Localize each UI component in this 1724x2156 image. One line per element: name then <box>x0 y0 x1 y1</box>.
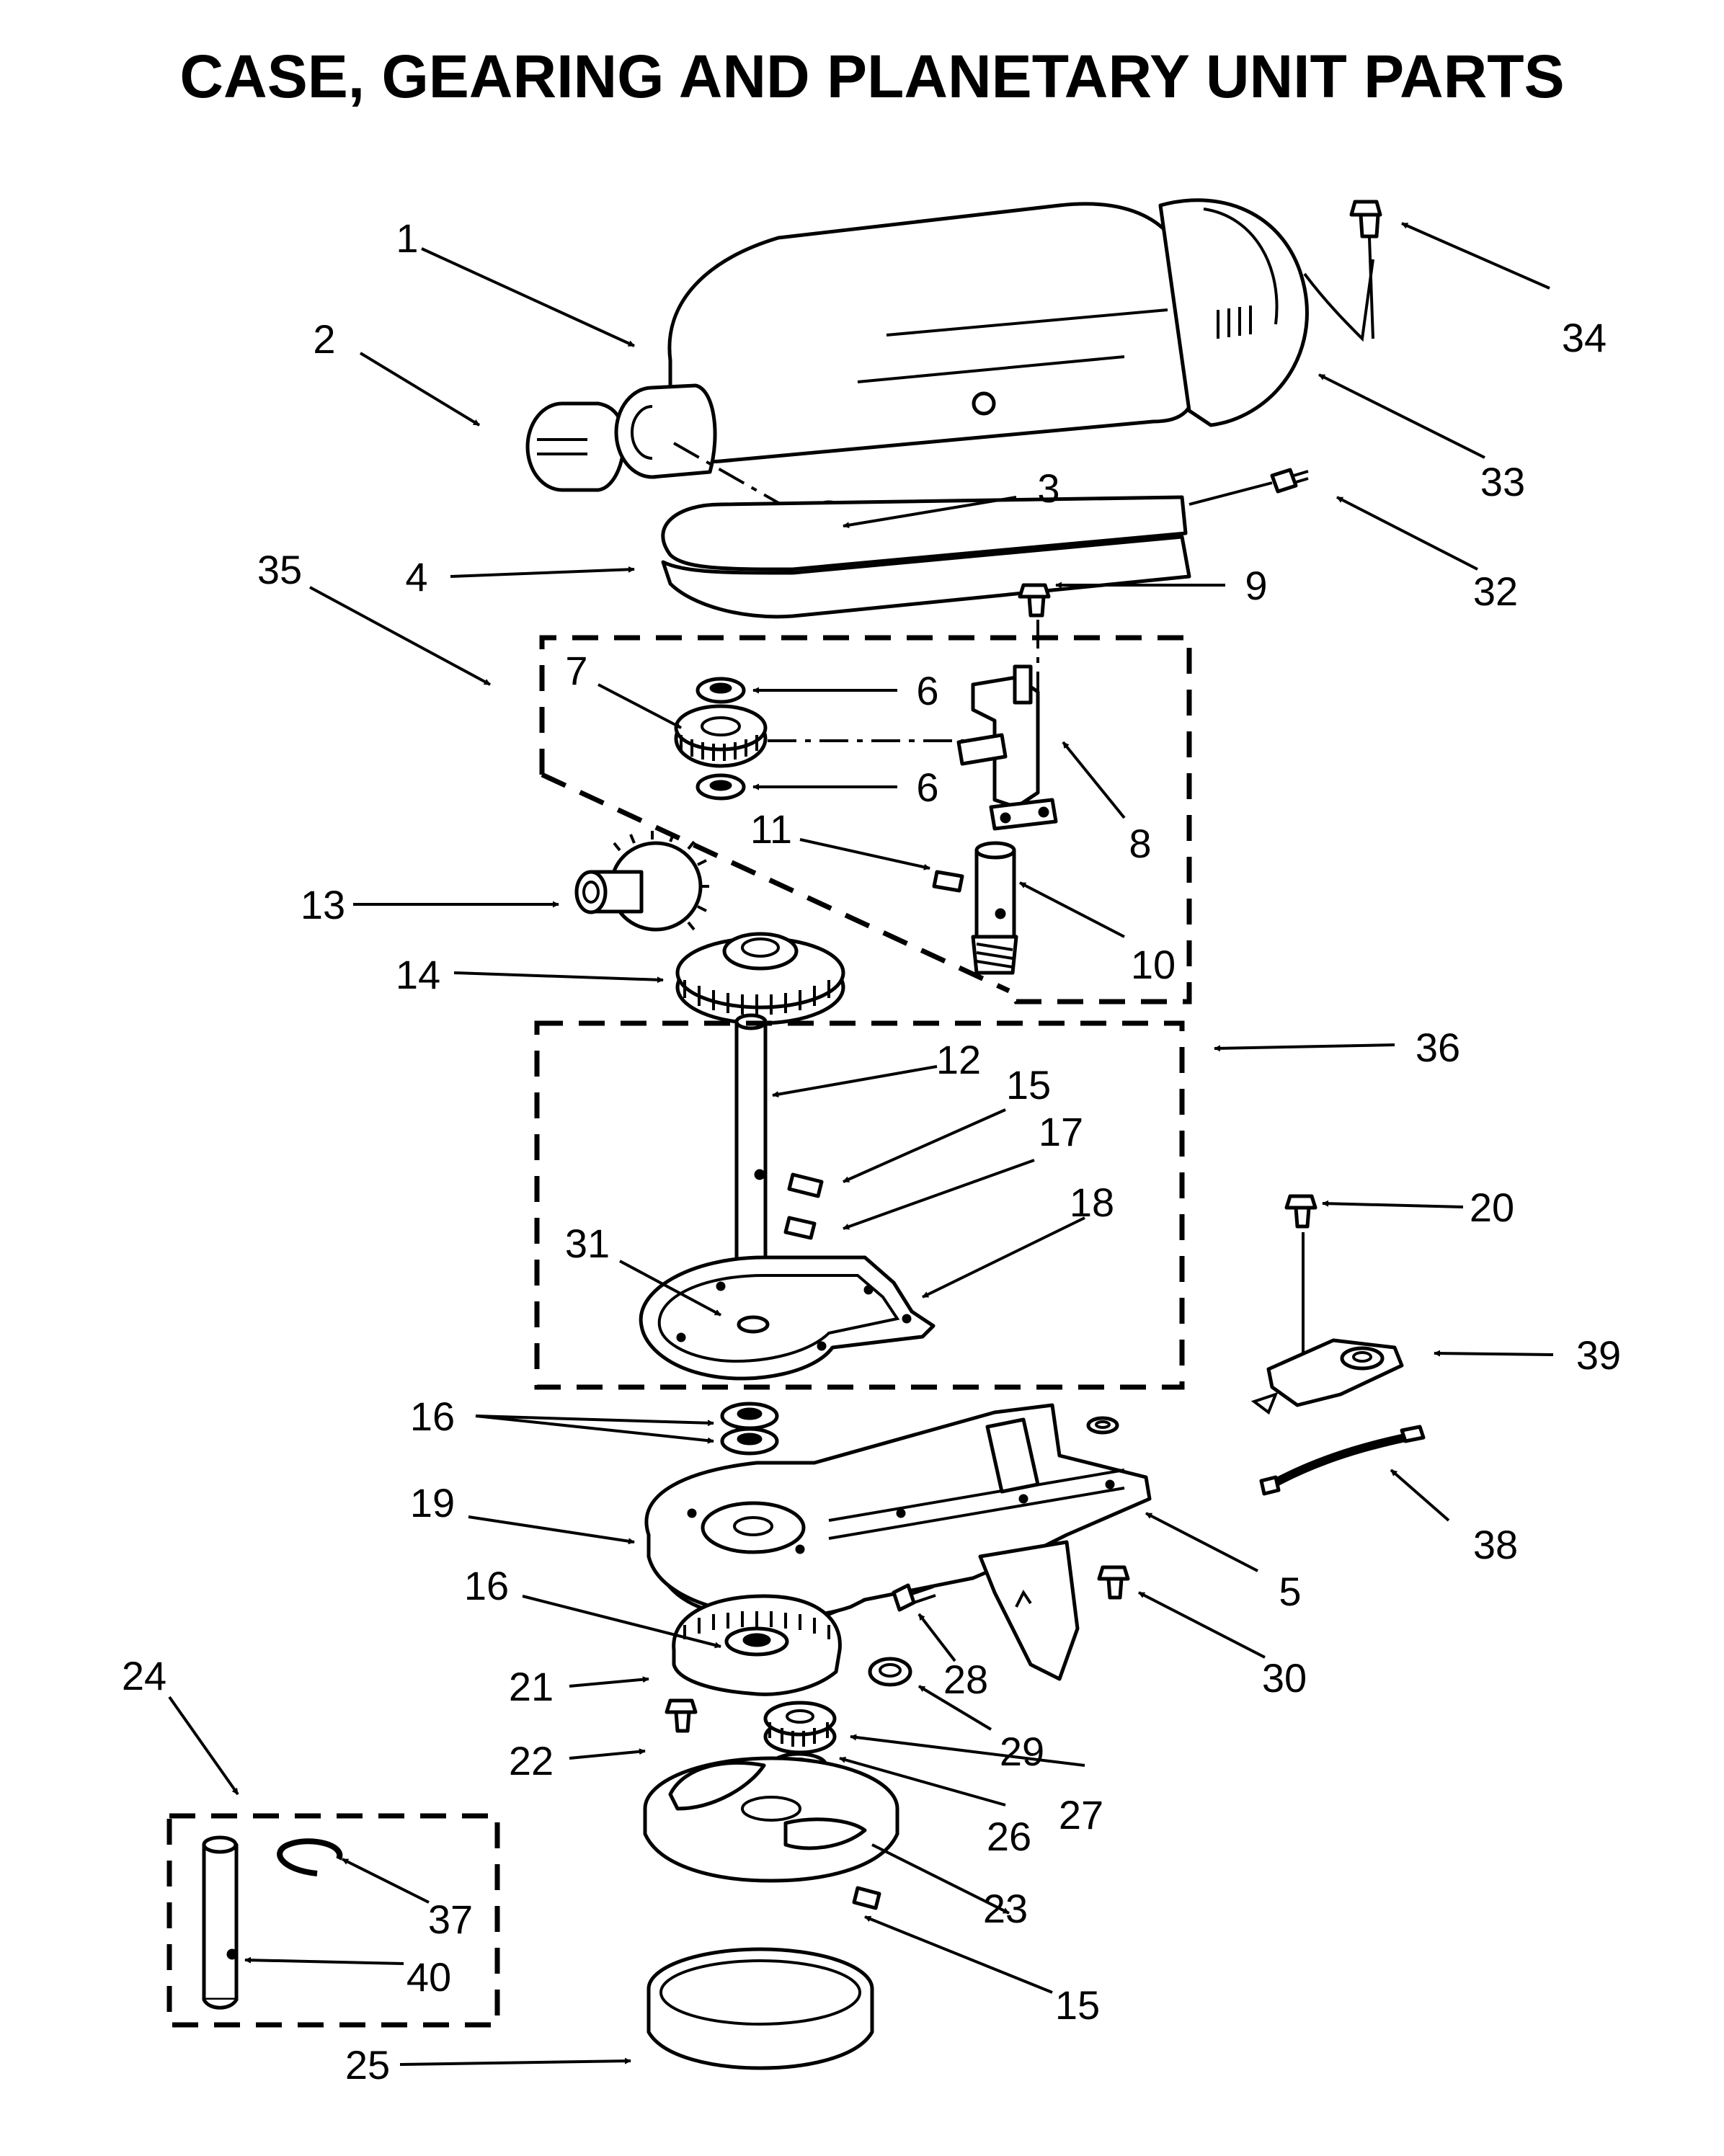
callout-16-top: 16 <box>410 1394 455 1439</box>
part-8-bracket-illustration <box>956 664 1058 831</box>
callout-4: 4 <box>405 554 427 600</box>
callout-20: 20 <box>1470 1185 1514 1230</box>
callout-38: 38 <box>1473 1522 1518 1567</box>
callout-23: 23 <box>983 1886 1028 1931</box>
part-28-screw-illustration <box>892 1583 936 1612</box>
callout-3: 3 <box>1037 466 1059 511</box>
callout-40: 40 <box>406 1954 451 2000</box>
callout-9: 9 <box>1245 563 1267 608</box>
part-32-screw-illustration <box>1188 468 1309 506</box>
part-27-planet-gear-illustration <box>763 1701 837 1755</box>
callout-1: 1 <box>396 215 418 261</box>
part-7-worm-gear-illustration <box>674 704 980 768</box>
part-16-washers-top-illustration <box>720 1402 779 1456</box>
part-30-screw-illustration <box>1097 1565 1130 1600</box>
part-17-pin-illustration <box>783 1216 817 1240</box>
part-10-worm-shaft-illustration <box>971 841 1018 975</box>
callout-8: 8 <box>1129 821 1151 866</box>
callout-19: 19 <box>410 1480 455 1525</box>
part-16-washer-bottom-illustration <box>724 1626 789 1657</box>
part-6-bearing-top-illustration <box>696 677 746 704</box>
part-13-gear-shaft-illustration <box>574 831 709 932</box>
callout-22: 22 <box>509 1738 554 1783</box>
part-25-band-illustration <box>646 1947 874 2070</box>
callout-39: 39 <box>1576 1332 1621 1378</box>
group-35-dashed-outline <box>539 635 1192 1004</box>
part-6-bearing-bottom-illustration <box>696 773 746 801</box>
part-22-screw-illustration <box>665 1698 698 1733</box>
page-title: CASE, GEARING AND PLANETARY UNIT PARTS <box>179 43 1564 110</box>
part-19-gear-case-illustration <box>644 1403 1152 1681</box>
callout-27: 27 <box>1059 1792 1103 1838</box>
callout-25: 25 <box>345 2042 390 2088</box>
callout-17: 17 <box>1039 1109 1083 1154</box>
callout-26: 26 <box>987 1814 1031 1859</box>
part-18-gasket-illustration <box>639 1255 936 1381</box>
callout-34: 34 <box>1562 315 1607 360</box>
callout-15-top: 15 <box>1006 1062 1051 1108</box>
part-38-wire-illustration <box>1259 1425 1426 1496</box>
callout-31: 31 <box>565 1221 610 1266</box>
callout-11: 11 <box>750 806 792 852</box>
group-35-diagonal-dashed <box>541 772 1010 994</box>
part-1-housing-illustration <box>667 198 1309 463</box>
part-37-retaining-clip-illustration <box>277 1838 343 1876</box>
callout-12: 12 <box>936 1037 981 1082</box>
part-34-screw-illustration <box>1349 200 1382 339</box>
callout-29: 29 <box>1000 1729 1044 1774</box>
part-40-hinge-pin-illustration <box>202 1835 239 2010</box>
part-39-bracket-illustration <box>1250 1338 1404 1415</box>
callout-14: 14 <box>396 952 440 997</box>
callout-33: 33 <box>1480 459 1525 504</box>
callout-labels: 1 2 3 4 5 6 6 7 8 9 10 11 12 13 14 15 15… <box>122 215 1621 2088</box>
attachment-hub-illustration <box>614 383 717 479</box>
part-5-washer-illustration <box>1086 1416 1119 1435</box>
callout-7: 7 <box>565 648 587 693</box>
group-24-dashed-outline <box>166 1813 500 2028</box>
callout-36: 36 <box>1416 1025 1460 1070</box>
part-15-pin-top-illustration <box>787 1172 824 1198</box>
part-29-seal-illustration <box>868 1657 912 1687</box>
part-2-knob-illustration <box>525 401 626 492</box>
leader-lines <box>168 222 1554 2066</box>
callout-6-top: 6 <box>916 668 938 713</box>
part-4-trim-band-illustration <box>661 495 1191 619</box>
callout-10: 10 <box>1131 942 1176 987</box>
callout-15-bottom: 15 <box>1055 1982 1100 2028</box>
part-14-large-gear-illustration <box>675 932 845 1025</box>
part-20-screw-illustration <box>1284 1194 1318 1355</box>
callout-30: 30 <box>1262 1655 1307 1701</box>
callout-6-bottom: 6 <box>916 765 938 810</box>
callout-2: 2 <box>313 316 335 362</box>
callout-5: 5 <box>1279 1569 1301 1614</box>
part-11-pin-illustration <box>932 870 964 893</box>
callout-21: 21 <box>509 1664 554 1709</box>
callout-32: 32 <box>1473 569 1518 614</box>
callout-18: 18 <box>1070 1180 1114 1225</box>
callout-24: 24 <box>122 1653 166 1698</box>
callout-35: 35 <box>257 547 302 592</box>
part-33-rear-cover-illustration <box>1303 259 1374 342</box>
callout-16-bottom: 16 <box>464 1563 509 1608</box>
part-15-pin-bottom-illustration <box>852 1886 881 1910</box>
callout-28: 28 <box>943 1657 988 1702</box>
callout-13: 13 <box>301 882 345 927</box>
part-23-planetary-unit-illustration <box>643 1756 899 1883</box>
callout-37: 37 <box>428 1897 473 1942</box>
